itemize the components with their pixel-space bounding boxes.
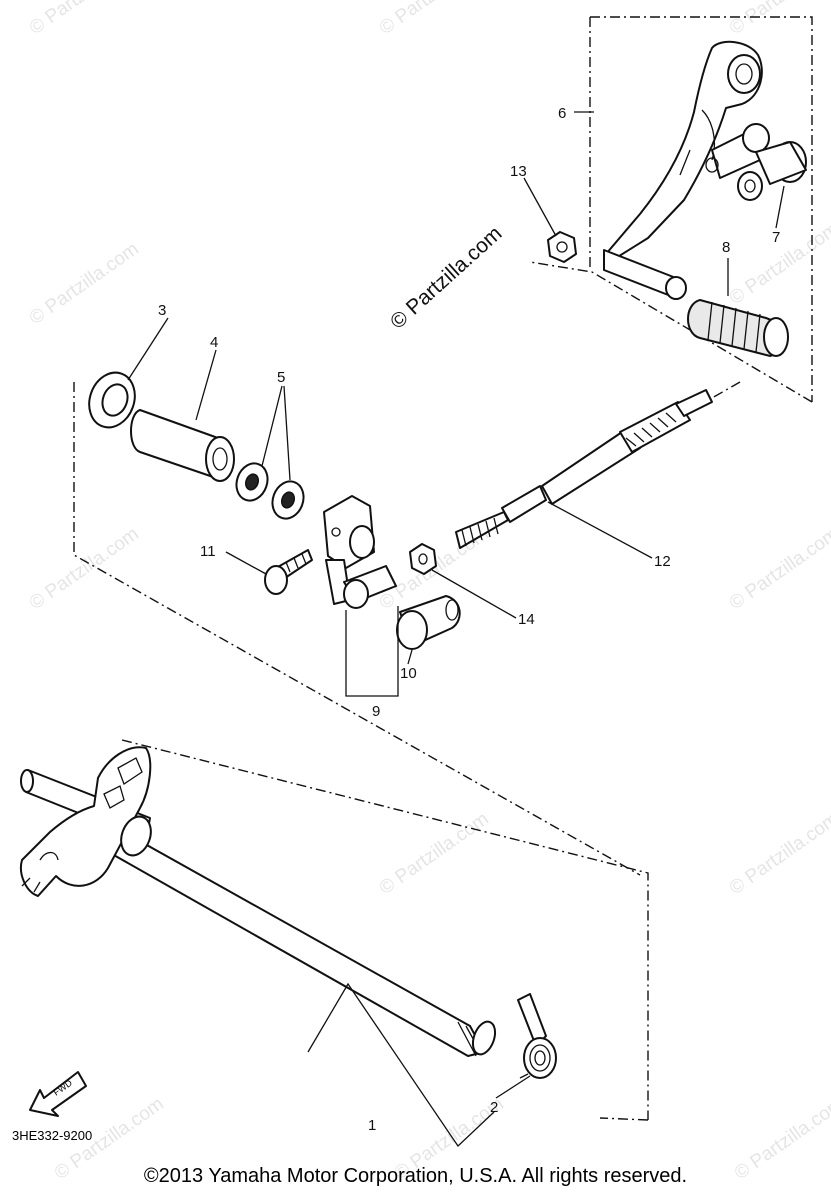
callout-4[interactable]: 4 — [210, 334, 218, 351]
callout-13[interactable]: 13 — [510, 163, 527, 180]
tie-rod-part-12[interactable] — [455, 389, 713, 549]
callout-1[interactable]: 1 — [368, 1117, 376, 1134]
fwd-arrow-icon: FWD — [29, 1071, 87, 1117]
shift-arm-part-9[interactable] — [323, 495, 397, 609]
watermark-tile: © Partzilla.com — [376, 0, 493, 39]
callout-numbers: 3 4 5 6 7 8 13 11 12 14 10 9 2 1 — [158, 105, 780, 1134]
bearings-part-5[interactable] — [231, 459, 308, 523]
callout-12[interactable]: 12 — [654, 553, 671, 570]
watermark-tile: © Partzilla.com — [26, 523, 143, 614]
diagram-code: 3HE332-9200 — [12, 1128, 93, 1143]
leader-lines — [127, 111, 785, 1147]
callout-14[interactable]: 14 — [518, 611, 535, 628]
nut-part-13[interactable] — [547, 231, 577, 263]
callout-11[interactable]: 11 — [200, 543, 216, 560]
watermark-tile: © Partzilla.com — [26, 0, 143, 39]
watermark-tile: © Partzilla.com — [26, 238, 143, 329]
shift-shaft-part-1[interactable] — [20, 746, 499, 1057]
watermark-tile: © Partzilla.com — [726, 808, 831, 899]
callout-9[interactable]: 9 — [372, 703, 380, 720]
torsion-spring-part-2[interactable] — [517, 993, 557, 1079]
joint-part-7[interactable] — [705, 123, 807, 201]
callout-3[interactable]: 3 — [158, 302, 166, 319]
watermark-tile: © Partzilla.com — [726, 0, 831, 39]
callout-7[interactable]: 7 — [772, 229, 780, 246]
pedal-rubber-part-8[interactable] — [687, 298, 789, 358]
watermark-tile: © Partzilla.com — [726, 523, 831, 614]
nut-part-14[interactable] — [409, 543, 437, 575]
bolt-part-11[interactable] — [264, 549, 313, 595]
copyright-notice: ©2013 Yamaha Motor Corporation, U.S.A. A… — [143, 1165, 688, 1187]
callout-5[interactable]: 5 — [277, 369, 285, 386]
callout-2[interactable]: 2 — [490, 1099, 498, 1116]
joint-part-10[interactable] — [396, 595, 461, 650]
shift-pedal-part-6[interactable] — [603, 40, 763, 300]
oil-seal-part-3[interactable] — [82, 366, 142, 434]
assembly-boundaries — [73, 16, 813, 1121]
callout-8[interactable]: 8 — [722, 239, 730, 256]
watermark-center: © Partzilla.com — [386, 222, 507, 334]
collar-part-4[interactable] — [130, 409, 235, 482]
callout-10[interactable]: 10 — [400, 665, 417, 682]
watermark-tile: © Partzilla.com — [376, 808, 493, 899]
callout-6[interactable]: 6 — [558, 105, 566, 122]
